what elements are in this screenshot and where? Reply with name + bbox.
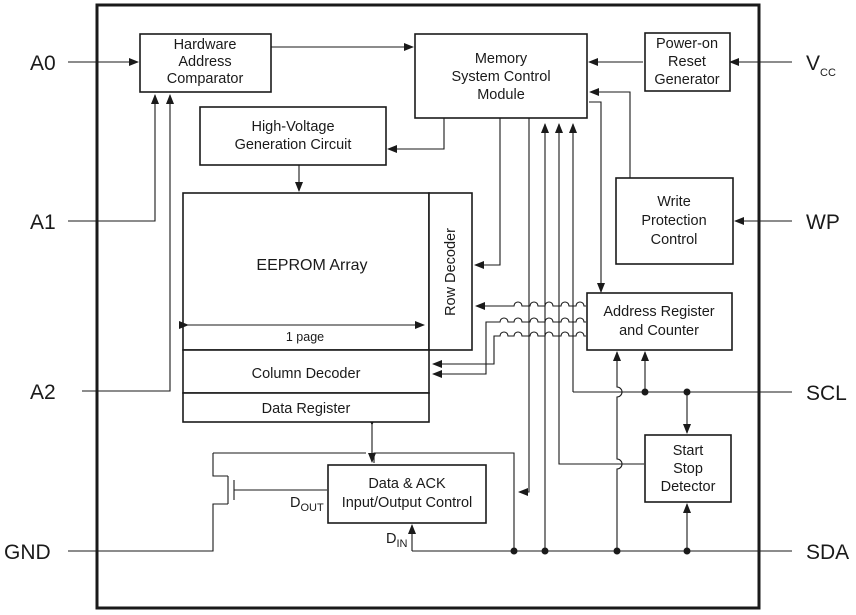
a2-line xyxy=(82,94,174,392)
pin-a0-label: A0 xyxy=(30,52,56,75)
address-register-box xyxy=(586,292,733,351)
addr-to-rowdec xyxy=(475,301,586,310)
junction-dot xyxy=(510,547,518,555)
column-decoder-box xyxy=(182,349,430,394)
pin-a1-label: A1 xyxy=(30,211,56,234)
junction-dot xyxy=(641,388,649,396)
hw-address-comparator-line3: Comparator xyxy=(167,71,244,87)
write-protection-line2: Protection xyxy=(641,213,706,229)
column-decoder-label: Column Decoder xyxy=(252,366,361,382)
eeprom-array-label: EEPROM Array xyxy=(256,257,367,274)
memory-control-line2: System Control xyxy=(451,69,550,85)
junction-dot xyxy=(613,547,621,555)
gnd-line xyxy=(68,508,214,552)
hw-address-comparator-box xyxy=(139,33,272,93)
start-stop-line1: Start xyxy=(673,443,704,459)
address-register-line1: Address Register xyxy=(603,304,714,320)
power-on-reset-line2: Reset xyxy=(668,54,706,70)
junction-dot xyxy=(683,388,691,396)
pin-sda-label: SDA xyxy=(806,541,849,564)
pin-scl-label: SCL xyxy=(806,382,847,405)
data-ack-line2: Input/Output Control xyxy=(342,495,473,511)
pin-gnd-label: GND xyxy=(4,541,51,564)
start-stop-line2: Stop xyxy=(673,461,703,477)
wp-to-memctrl xyxy=(589,88,631,178)
data-ack-box xyxy=(327,464,487,524)
pin-a2-label: A2 xyxy=(30,381,56,404)
start-stop-line3: Detector xyxy=(661,479,716,495)
memctrl-to-hv xyxy=(387,118,445,153)
power-on-reset-box xyxy=(644,32,731,92)
data-ack-line1: Data & ACK xyxy=(368,476,446,492)
address-register-line2: and Counter xyxy=(619,323,699,339)
dout-label: DOUT xyxy=(290,495,324,514)
write-protection-line1: Write xyxy=(657,194,691,210)
pin-wp-label: WP xyxy=(806,211,840,234)
junction-dot xyxy=(683,547,691,555)
chip-outline xyxy=(95,3,761,610)
write-protection-box xyxy=(615,177,734,265)
sda-to-addr xyxy=(613,351,623,551)
high-voltage-box xyxy=(199,106,387,166)
start-stop-detector-box xyxy=(644,434,732,503)
memctrl-to-addr xyxy=(589,101,605,293)
memctrl-to-rowdec xyxy=(474,118,501,269)
power-on-reset-line1: Power-on xyxy=(656,36,718,52)
hw-address-comparator-line2: Address xyxy=(178,54,231,70)
pin-vcc-label: VCC xyxy=(806,52,836,79)
power-on-reset-line3: Generator xyxy=(654,72,719,88)
memory-control-line3: Module xyxy=(477,87,525,103)
memctrl-to-ack xyxy=(518,118,530,496)
row-decoder-label: Row Decoder xyxy=(443,228,459,316)
transistor-source xyxy=(212,503,228,508)
memory-control-line1: Memory xyxy=(475,51,528,67)
junction-dot xyxy=(541,547,549,555)
memory-control-box xyxy=(414,33,588,119)
high-voltage-line1: High-Voltage xyxy=(251,119,334,135)
startstop-to-memctrl xyxy=(555,123,644,465)
a1-line xyxy=(68,94,159,222)
row-decoder-box xyxy=(428,192,473,351)
transistor-drain xyxy=(212,453,228,477)
din-label: DIN xyxy=(386,531,408,550)
hw-address-comparator-line1: Hardware xyxy=(174,37,237,53)
write-protection-line3: Control xyxy=(651,232,698,248)
data-register-box xyxy=(182,392,430,423)
data-register-label: Data Register xyxy=(262,401,351,417)
high-voltage-line2: Generation Circuit xyxy=(235,137,352,153)
page-label: 1 page xyxy=(286,330,324,344)
